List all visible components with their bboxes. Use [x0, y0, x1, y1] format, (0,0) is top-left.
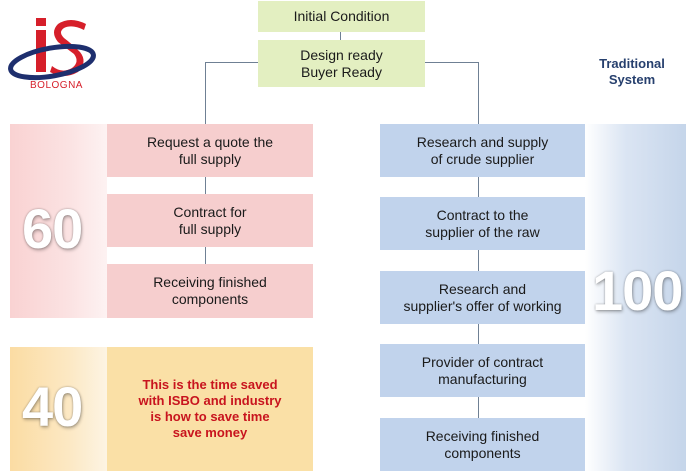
traditional-step-3: Research and supplier's offer of working [380, 271, 585, 324]
connector-trad-3 [478, 324, 479, 344]
isbo-band [10, 124, 107, 318]
saved-band [10, 347, 107, 471]
isbo-step-1: Request a quote the full supply [107, 124, 313, 177]
saved-duration-number: 40 [22, 375, 83, 438]
connector-trad-1 [478, 177, 479, 197]
traditional-step-4: Provider of contract manufacturing [380, 344, 585, 397]
connector-initial-ready [340, 32, 341, 40]
isbo-duration-number: 60 [22, 197, 83, 260]
connector-trad-4 [478, 397, 479, 418]
traditional-step-5: Receiving finished components [380, 418, 585, 471]
connector-ready-left [205, 62, 259, 63]
traditional-step-1: Research and supply of crude supplier [380, 124, 585, 177]
initial-condition-box: Initial Condition [258, 1, 425, 32]
isbo-logo: BOLOGNA [8, 14, 104, 94]
traditional-band [585, 124, 686, 471]
traditional-step-2: Contract to the supplier of the raw [380, 197, 585, 250]
logo-city: BOLOGNA [30, 80, 83, 91]
traditional-duration-number: 100 [592, 259, 683, 322]
connector-right-down [478, 62, 479, 124]
isbo-step-2: Contract for full supply [107, 194, 313, 247]
logo-mark-icon [8, 18, 96, 81]
connector-left-down [205, 62, 206, 124]
connector-isbo-1 [205, 177, 206, 194]
time-saved-message: This is the time saved with ISBO and ind… [107, 347, 313, 471]
connector-trad-2 [478, 250, 479, 271]
connector-ready-right [425, 62, 478, 63]
design-ready-box: Design ready Buyer Ready [258, 40, 425, 87]
isbo-step-3: Receiving finished components [107, 264, 313, 318]
connector-isbo-2 [205, 247, 206, 264]
traditional-system-label: Traditional System [599, 56, 665, 87]
